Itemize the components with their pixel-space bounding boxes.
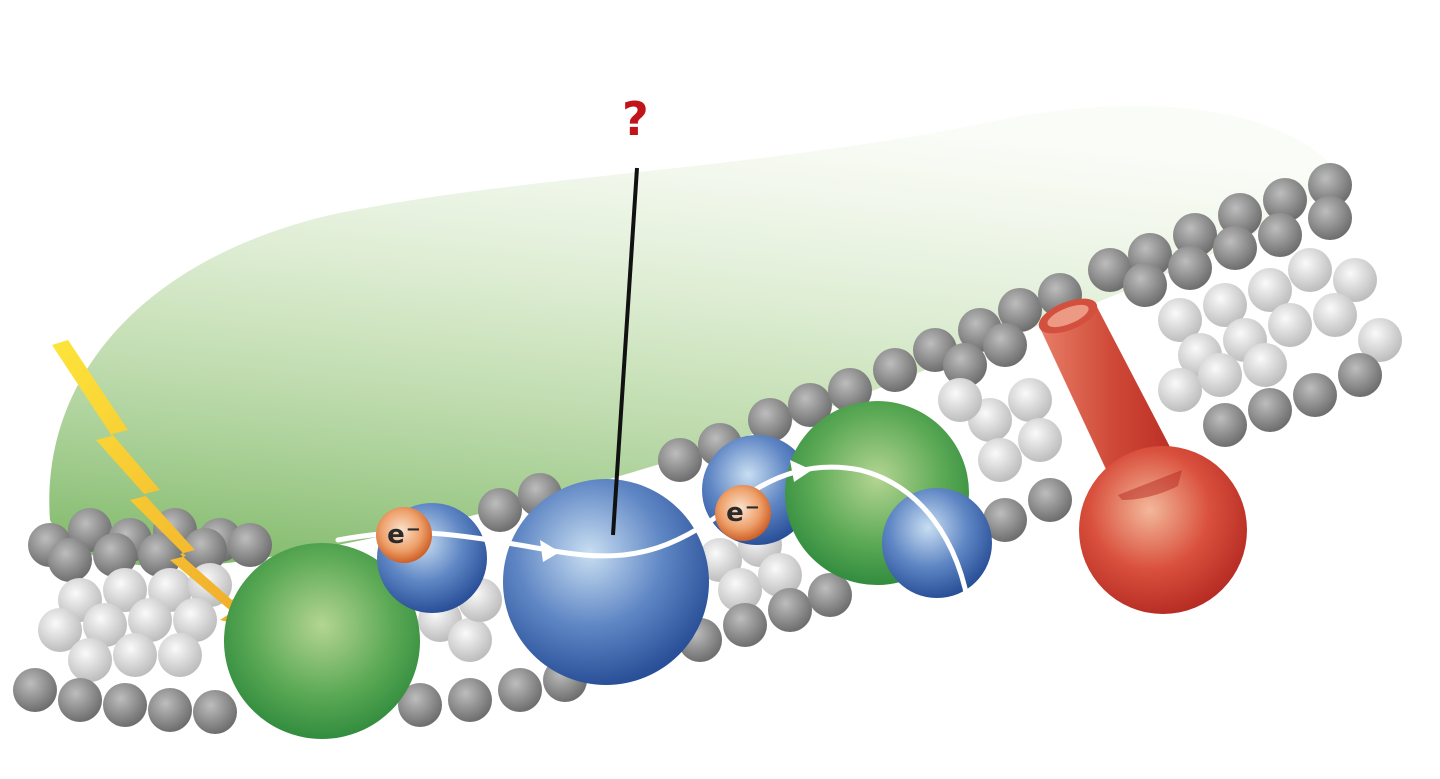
question-mark-label: ? [622, 92, 649, 146]
electron-symbol: e [387, 520, 405, 550]
electron-label-2: e− [715, 485, 771, 541]
electron-label-1: e− [376, 507, 432, 563]
electron-symbol: e [726, 498, 744, 528]
ferredoxin [882, 488, 992, 598]
photosystem-ii [224, 543, 420, 739]
cytochrome-complex [503, 479, 709, 685]
electron-charge: − [405, 518, 421, 540]
pointer-line [611, 167, 639, 536]
atp-synthase [1038, 298, 1247, 614]
stroma-region [49, 105, 1341, 567]
electron-charge: − [744, 496, 760, 518]
light-energy-icon [52, 340, 262, 630]
